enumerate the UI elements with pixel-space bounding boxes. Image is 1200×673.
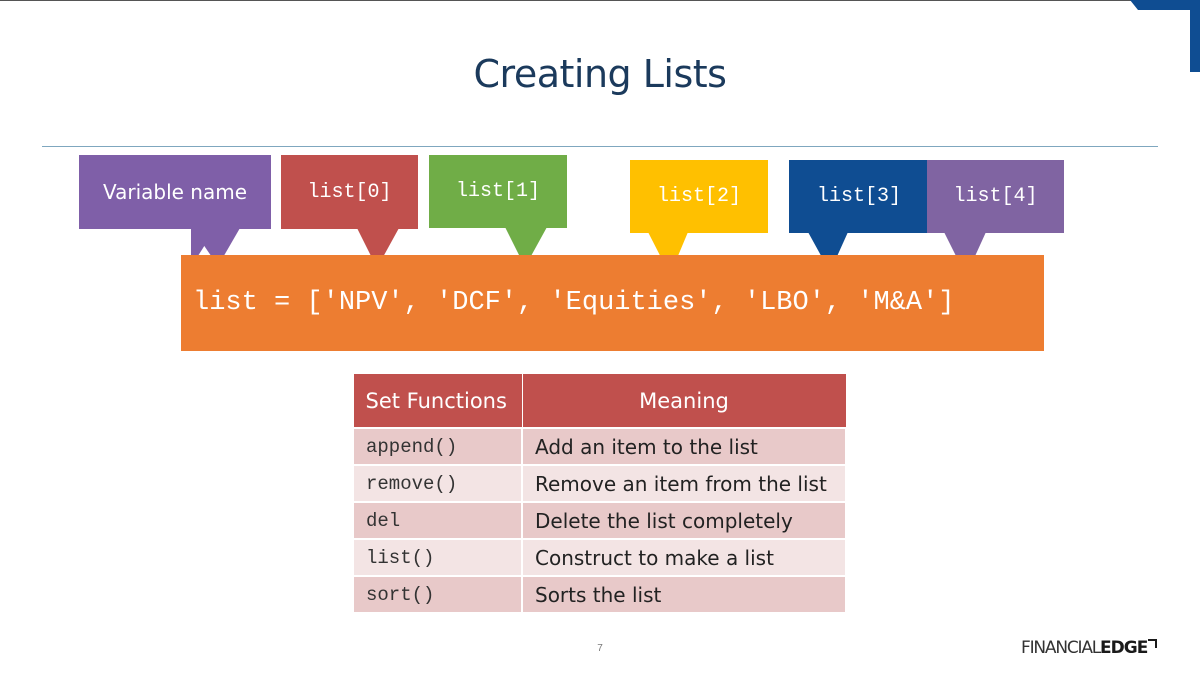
title-divider	[42, 146, 1158, 147]
set-functions-table: Set Functions Meaning append() Add an it…	[352, 373, 847, 614]
meaning-cell: Remove an item from the list	[521, 464, 847, 503]
slide-title: Creating Lists	[473, 52, 727, 96]
meaning-cell: Delete the list completely	[521, 501, 847, 540]
function-cell: remove()	[352, 464, 523, 503]
function-cell: del	[352, 501, 523, 540]
logo-corner-mark-icon	[1148, 639, 1158, 648]
callout-variable-name: Variable name	[79, 155, 271, 267]
table-row: del Delete the list completely	[352, 501, 847, 540]
callout-list-0: list[0]	[281, 155, 418, 229]
meaning-cell: Sorts the list	[521, 575, 847, 614]
code-example: list = ['NPV', 'DCF', 'Equities', 'LBO',…	[181, 255, 1044, 351]
function-cell: append()	[352, 427, 523, 466]
meaning-cell: Construct to make a list	[521, 538, 847, 577]
function-cell: list()	[352, 538, 523, 577]
callout-list-4: list[4]	[927, 160, 1064, 233]
table-row: list() Construct to make a list	[352, 538, 847, 577]
callout-list-3-pointer	[808, 232, 848, 272]
callout-label: list[3]	[789, 160, 929, 233]
callout-label: list[1]	[429, 155, 567, 228]
callout-list-4-pointer	[944, 232, 986, 276]
callout-list-1-pointer	[505, 227, 547, 267]
table-header-row: Set Functions Meaning	[352, 373, 847, 429]
logo-text-financial: FINANCIAL	[1021, 638, 1101, 658]
top-border	[0, 0, 1200, 1]
callout-list-3: list[3]	[789, 160, 929, 233]
meaning-cell: Add an item to the list	[521, 427, 847, 466]
corner-accent	[1130, 0, 1200, 72]
callout-variable-name-pointer	[192, 228, 240, 266]
callout-label: Variable name	[79, 155, 271, 229]
callout-label: list[0]	[281, 155, 418, 229]
financial-edge-logo: FINANCIAL EDGE	[1021, 636, 1158, 658]
callout-list-2: list[2]	[630, 160, 768, 233]
function-cell: sort()	[352, 575, 523, 614]
column-header-meaning: Meaning	[521, 373, 847, 429]
table-row: sort() Sorts the list	[352, 575, 847, 614]
callout-label: list[4]	[927, 160, 1064, 233]
callout-label: list[2]	[630, 160, 768, 233]
table-row: append() Add an item to the list	[352, 427, 847, 466]
callout-list-1: list[1]	[429, 155, 567, 228]
page-number: 7	[597, 643, 603, 654]
logo-text-edge: EDGE	[1100, 638, 1148, 658]
table-row: remove() Remove an item from the list	[352, 464, 847, 503]
callout-list-2-pointer	[648, 232, 688, 275]
column-header-functions: Set Functions	[352, 373, 523, 429]
callout-list-0-pointer	[357, 228, 399, 268]
